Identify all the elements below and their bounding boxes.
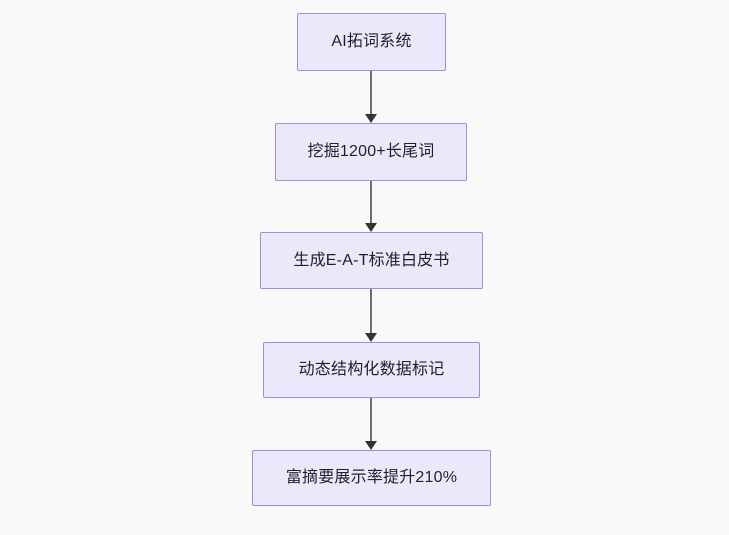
- flow-node-label: 生成E-A-T标准白皮书: [293, 251, 450, 269]
- edge-line: [370, 71, 372, 115]
- flow-edge-3: [365, 289, 377, 342]
- flow-edge-4: [365, 398, 377, 450]
- arrowhead-icon: [365, 333, 377, 342]
- arrowhead-icon: [365, 223, 377, 232]
- flow-edge-1: [365, 71, 377, 123]
- flow-node-dynamic-structured-data-markup[interactable]: 动态结构化数据标记: [263, 342, 480, 398]
- flow-node-label: AI拓词系统: [331, 33, 412, 51]
- flow-node-rich-snippet-rate-increase[interactable]: 富摘要展示率提升210%: [252, 450, 491, 506]
- edge-line: [370, 181, 372, 224]
- flow-node-label: 挖掘1200+长尾词: [307, 143, 435, 161]
- arrowhead-icon: [365, 114, 377, 123]
- edge-line: [370, 289, 372, 334]
- edge-line: [370, 398, 372, 442]
- flow-node-mine-longtail-keywords[interactable]: 挖掘1200+长尾词: [275, 123, 467, 181]
- flow-node-label: 富摘要展示率提升210%: [285, 469, 458, 487]
- arrowhead-icon: [365, 441, 377, 450]
- flow-node-generate-eat-whitepaper[interactable]: 生成E-A-T标准白皮书: [260, 232, 483, 289]
- flow-node-label: 动态结构化数据标记: [298, 361, 445, 379]
- flow-node-ai-keyword-system[interactable]: AI拓词系统: [297, 13, 446, 71]
- flow-edge-2: [365, 181, 377, 232]
